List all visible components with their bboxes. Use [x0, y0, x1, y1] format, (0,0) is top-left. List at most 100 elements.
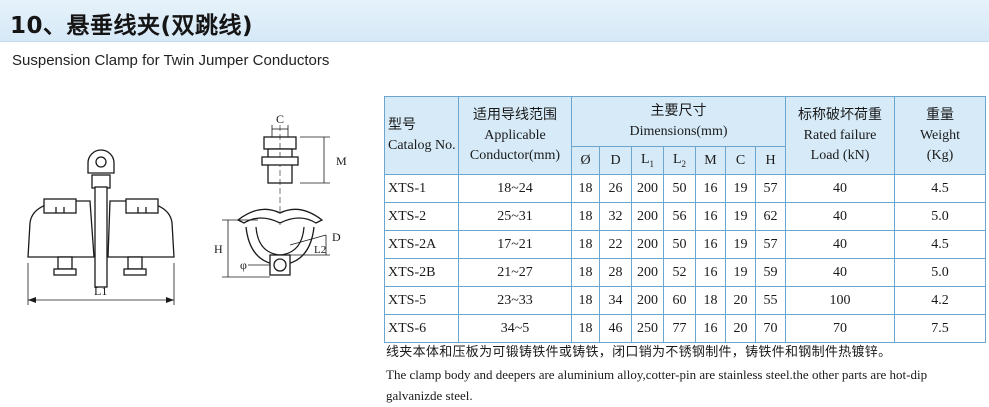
header-dim-l1-sub: 1	[649, 158, 655, 169]
cell-c: 19	[725, 202, 756, 231]
cell-m: 16	[695, 314, 726, 343]
header-range: 适用导线范围 Applicable Conductor(mm)	[458, 96, 572, 175]
cell-range: 18~24	[458, 174, 572, 203]
cell-l1: 200	[631, 230, 664, 259]
header-dim-h: H	[754, 146, 787, 175]
cell-l2: 52	[663, 258, 696, 287]
label-m: M	[336, 154, 347, 168]
cell-l2: 50	[663, 230, 696, 259]
title-bar: 10、悬垂线夹(双跳线)	[0, 0, 989, 42]
cell-catalog: XTS-6	[384, 314, 459, 343]
header-weight-cn: 重量	[926, 107, 955, 123]
cell-range: 17~21	[458, 230, 572, 259]
cell-load: 70	[785, 314, 896, 343]
table-row: XTS-1 18~24 18 26 200 50 16 19 57 40 4.5	[384, 174, 987, 203]
table-row: XTS-2 25~31 18 32 200 56 16 19 62 40 5.0	[384, 202, 987, 231]
cell-c: 19	[725, 258, 756, 287]
cell-d: 22	[599, 230, 632, 259]
header-weight-en1: Weight	[919, 127, 961, 143]
cell-weight: 4.2	[894, 286, 987, 315]
cell-l1: 200	[631, 286, 664, 315]
table-row: XTS-5 23~33 18 34 200 60 18 20 55 100 4.…	[384, 286, 987, 315]
cell-l2: 77	[663, 314, 696, 343]
header-dimensions: 主要尺寸 Dimensions(mm)	[570, 96, 787, 147]
cell-range: 25~31	[458, 202, 572, 231]
cell-load: 40	[785, 230, 896, 259]
technical-drawing: L1 C M H D L2 φ	[27, 112, 347, 305]
header-dim-l1-main: L	[640, 152, 650, 168]
cell-weight: 5.0	[894, 202, 987, 231]
header-dim-l1: L1	[631, 146, 664, 175]
label-h: H	[214, 242, 223, 256]
cell-m: 16	[695, 202, 726, 231]
cell-c: 19	[725, 174, 756, 203]
cell-range: 21~27	[458, 258, 572, 287]
table-row: XTS-2A 17~21 18 22 200 50 16 19 57 40 4.…	[384, 230, 987, 259]
header-dim-l2-sub: 2	[681, 158, 687, 169]
cell-range: 34~5	[458, 314, 572, 343]
label-l2: L2	[314, 244, 326, 256]
header-weight-en2: (Kg)	[926, 147, 954, 163]
cell-weight: 4.5	[894, 230, 987, 259]
cell-h: 62	[754, 202, 787, 231]
table-row: XTS-2B 21~27 18 28 200 52 16 19 59 40 5.…	[384, 258, 987, 287]
note-chinese: 线夹本体和压板为可锻铸铁件或铸铁，闭口销为不锈钢制件，铸铁件和钢制件热镀锌。	[386, 345, 892, 360]
label-d: D	[332, 230, 341, 244]
header-catalog-en: Catalog No.	[388, 137, 456, 153]
cell-l2: 60	[663, 286, 696, 315]
cell-d: 46	[599, 314, 632, 343]
cell-phi: 18	[571, 174, 600, 203]
header-dim-c: C	[725, 146, 756, 175]
label-phi: φ	[240, 258, 247, 272]
cell-phi: 18	[571, 258, 600, 287]
cell-weight: 5.0	[894, 258, 987, 287]
cell-phi: 18	[571, 286, 600, 315]
cell-h: 57	[754, 230, 787, 259]
header-catalog: 型号 Catalog No.	[384, 96, 459, 175]
header-dim-l2-main: L	[672, 152, 682, 168]
header-dim-en: Dimensions(mm)	[629, 123, 728, 139]
cell-weight: 7.5	[894, 314, 987, 343]
spec-table-body: XTS-1 18~24 18 26 200 50 16 19 57 40 4.5…	[384, 174, 987, 343]
cell-h: 57	[754, 174, 787, 203]
cell-m: 18	[695, 286, 726, 315]
cell-m: 16	[695, 174, 726, 203]
cell-c: 20	[725, 286, 756, 315]
cell-phi: 18	[571, 314, 600, 343]
cell-l1: 200	[631, 174, 664, 203]
cell-l1: 200	[631, 202, 664, 231]
cell-phi: 18	[571, 202, 600, 231]
cell-catalog: XTS-1	[384, 174, 459, 203]
cell-c: 20	[725, 314, 756, 343]
header-dim-d: D	[599, 146, 632, 175]
header-load-en2: Load (kN)	[810, 147, 870, 163]
cell-phi: 18	[571, 230, 600, 259]
cell-d: 32	[599, 202, 632, 231]
page-title: 10、悬垂线夹(双跳线)	[10, 13, 254, 39]
header-load-cn: 标称破坏荷重	[798, 107, 883, 123]
cell-catalog: XTS-2	[384, 202, 459, 231]
cell-l1: 250	[631, 314, 664, 343]
cell-l2: 50	[663, 174, 696, 203]
cell-catalog: XTS-2B	[384, 258, 459, 287]
cell-c: 19	[725, 230, 756, 259]
side-view	[222, 125, 330, 278]
cell-l1: 200	[631, 258, 664, 287]
cell-d: 28	[599, 258, 632, 287]
cell-weight: 4.5	[894, 174, 987, 203]
header-range-cn: 适用导线范围	[473, 107, 557, 123]
header-dim-phi: Ø	[571, 146, 600, 175]
table-row: XTS-6 34~5 18 46 250 77 16 20 70 70 7.5	[384, 314, 987, 343]
cell-load: 40	[785, 202, 896, 231]
header-dim-cn: 主要尺寸	[650, 103, 707, 119]
label-c: C	[276, 112, 284, 126]
header-load-en1: Rated failure	[803, 127, 877, 143]
spec-table: 型号 Catalog No. 适用导线范围 Applicable Conduct…	[384, 96, 987, 343]
header-range-en2: Conductor(mm)	[469, 147, 561, 163]
header-weight: 重量 Weight (Kg)	[894, 96, 987, 175]
cell-m: 16	[695, 230, 726, 259]
cell-d: 34	[599, 286, 632, 315]
cell-load: 100	[785, 286, 896, 315]
cell-load: 40	[785, 174, 896, 203]
cell-d: 26	[599, 174, 632, 203]
